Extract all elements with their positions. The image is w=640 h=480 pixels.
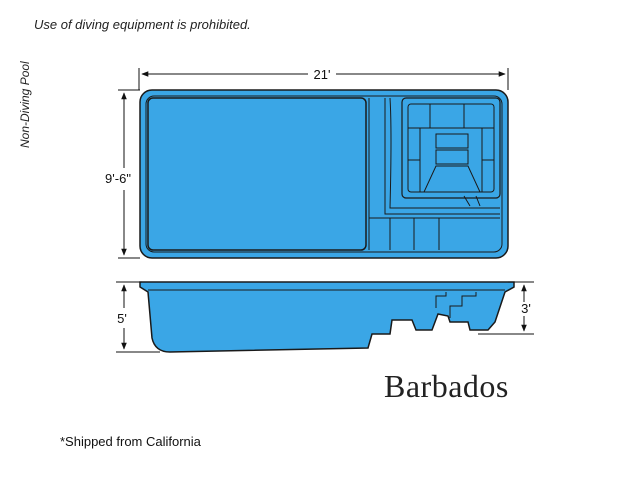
- width-value: 9'-6": [105, 171, 131, 186]
- pool-profile-view: [139, 281, 515, 353]
- shallow-depth-dimension: 3': [478, 281, 534, 335]
- length-value: 21': [314, 67, 331, 82]
- shipping-footnote: *Shipped from California: [60, 434, 201, 449]
- max-depth-dimension: 5': [116, 281, 160, 353]
- shallow-depth-value: 3': [521, 301, 531, 316]
- max-depth-value: 5': [117, 311, 127, 326]
- diving-prohibited-notice: Use of diving equipment is prohibited.: [34, 17, 251, 32]
- width-dimension: 9'-6": [105, 89, 140, 259]
- length-dimension: 21': [138, 67, 509, 90]
- pool-plan-view: [139, 89, 509, 259]
- pool-model-name: Barbados: [384, 368, 509, 404]
